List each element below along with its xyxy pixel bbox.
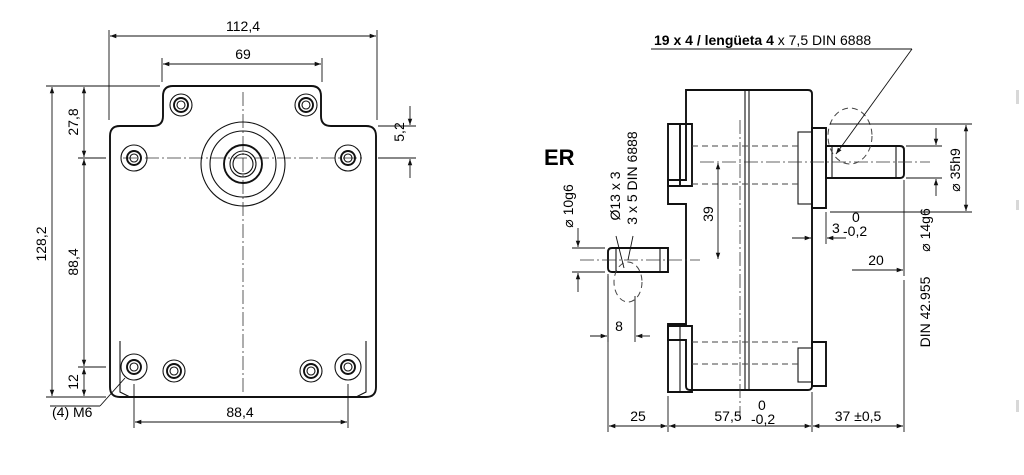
label-25: 25 [630,408,646,424]
mounting-hole-bottom-right-inner [299,359,323,383]
dimension-88-4-vertical: 88,4 [65,159,106,368]
label-5-2: 5,2 [391,122,407,142]
dimension-128-2: 128,2 [33,85,160,398]
label-key-spec-suffix: x 7,5 DIN 6888 [774,32,871,48]
mounting-hole-mid-right [334,144,362,172]
front-view: 112,4 69 128,2 27,8 88,4 [33,18,416,428]
side-view: 19 x 4 / lengüeta 4 x 7,5 DIN 6888 ER ⌀ … [544,32,972,432]
variant-label: ER [544,145,575,170]
mounting-hole-top-right [294,93,318,117]
key-detail-circle [827,107,873,165]
input-shaft [580,247,700,303]
edge-artifacts [1016,90,1019,412]
label-20: 20 [868,252,884,268]
mounting-hole-top-left [169,93,193,117]
dimension-5-2: 5,2 [378,106,416,178]
label-small-key-line2: 3 x 5 DIN 6888 [624,131,640,225]
label-39: 39 [700,206,716,222]
dimension-112-4: 112,4 [108,18,378,120]
label-37: 37 ±0,5 [835,408,882,424]
dimension-35h9: ⌀ 35h9 [830,123,972,213]
dimension-69: 69 [161,46,323,82]
hole-callout-m6: (4) M6 [50,377,126,420]
label-3-tol-lower: -0,2 [843,223,867,239]
dimension-3: 3 0 -0,2 [792,209,867,244]
edge-bevel-right [355,341,367,398]
label-key-spec: 19 x 4 / lengüeta 4 x 7,5 DIN 6888 [654,32,871,48]
key-spec-callout: 19 x 4 / lengüeta 4 x 7,5 DIN 6888 [651,32,913,155]
label-88-4-horizontal: 88,4 [226,404,253,420]
label-57-5-tol-lower: -0,2 [751,411,775,427]
label-35h9: ⌀ 35h9 [947,148,963,192]
label-57-5-tol-upper: 0 [758,397,766,413]
flange-outline [109,85,377,398]
label-8: 8 [615,318,623,334]
dimension-12: 12 [65,368,87,396]
dimension-10g6: ⌀ 10g6 [560,184,605,292]
label-57-5: 57,5 [714,408,741,424]
dimension-27-8: 27,8 [65,87,106,159]
dimension-20: 20 [852,180,905,276]
label-key-spec-mid: 4 [766,32,774,48]
dimension-25: 25 [607,276,669,432]
label-small-key-line1: Ø13 x 3 [607,171,623,220]
mounting-hole-bottom-right [334,353,362,381]
dimension-14g6: ⌀ 14g6 DIN 42.955 [906,128,942,347]
front-flange [811,127,827,209]
dimension-57-5: 57,5 0 -0,2 [669,392,813,432]
mounting-hole-mid-left [120,144,148,172]
mounting-hole-bottom-left-inner [162,359,186,383]
dimension-88-4-horizontal: 88,4 [133,384,349,428]
dimension-37: 37 ±0,5 [813,280,905,432]
label-69: 69 [235,46,251,62]
output-hub [200,121,286,207]
label-din-42955: DIN 42.955 [917,276,933,347]
label-m6: (4) M6 [52,404,93,420]
label-88-4-vertical: 88,4 [65,248,81,275]
rear-flange [667,123,693,187]
label-128-2: 128,2 [33,226,49,261]
small-key-detail-circle [613,261,643,303]
front-flange-bottom [811,341,827,387]
label-14g6: ⌀ 14g6 [917,208,933,252]
label-27-8: 27,8 [65,108,81,135]
dimension-39: 39 [700,163,721,259]
label-key-spec-prefix: 19 x 4 / lengüeta [654,32,766,48]
output-shaft [700,107,930,179]
mounting-hole-bottom-left [120,353,148,381]
label-3-tol-upper: 0 [852,209,860,225]
label-3: 3 [832,220,840,236]
label-10g6: ⌀ 10g6 [560,184,576,228]
label-12: 12 [65,374,81,390]
rear-flange-bottom [667,325,693,393]
label-112-4: 112,4 [226,18,260,34]
dimension-8: 8 [590,274,650,342]
edge-bevel-left [119,341,131,398]
